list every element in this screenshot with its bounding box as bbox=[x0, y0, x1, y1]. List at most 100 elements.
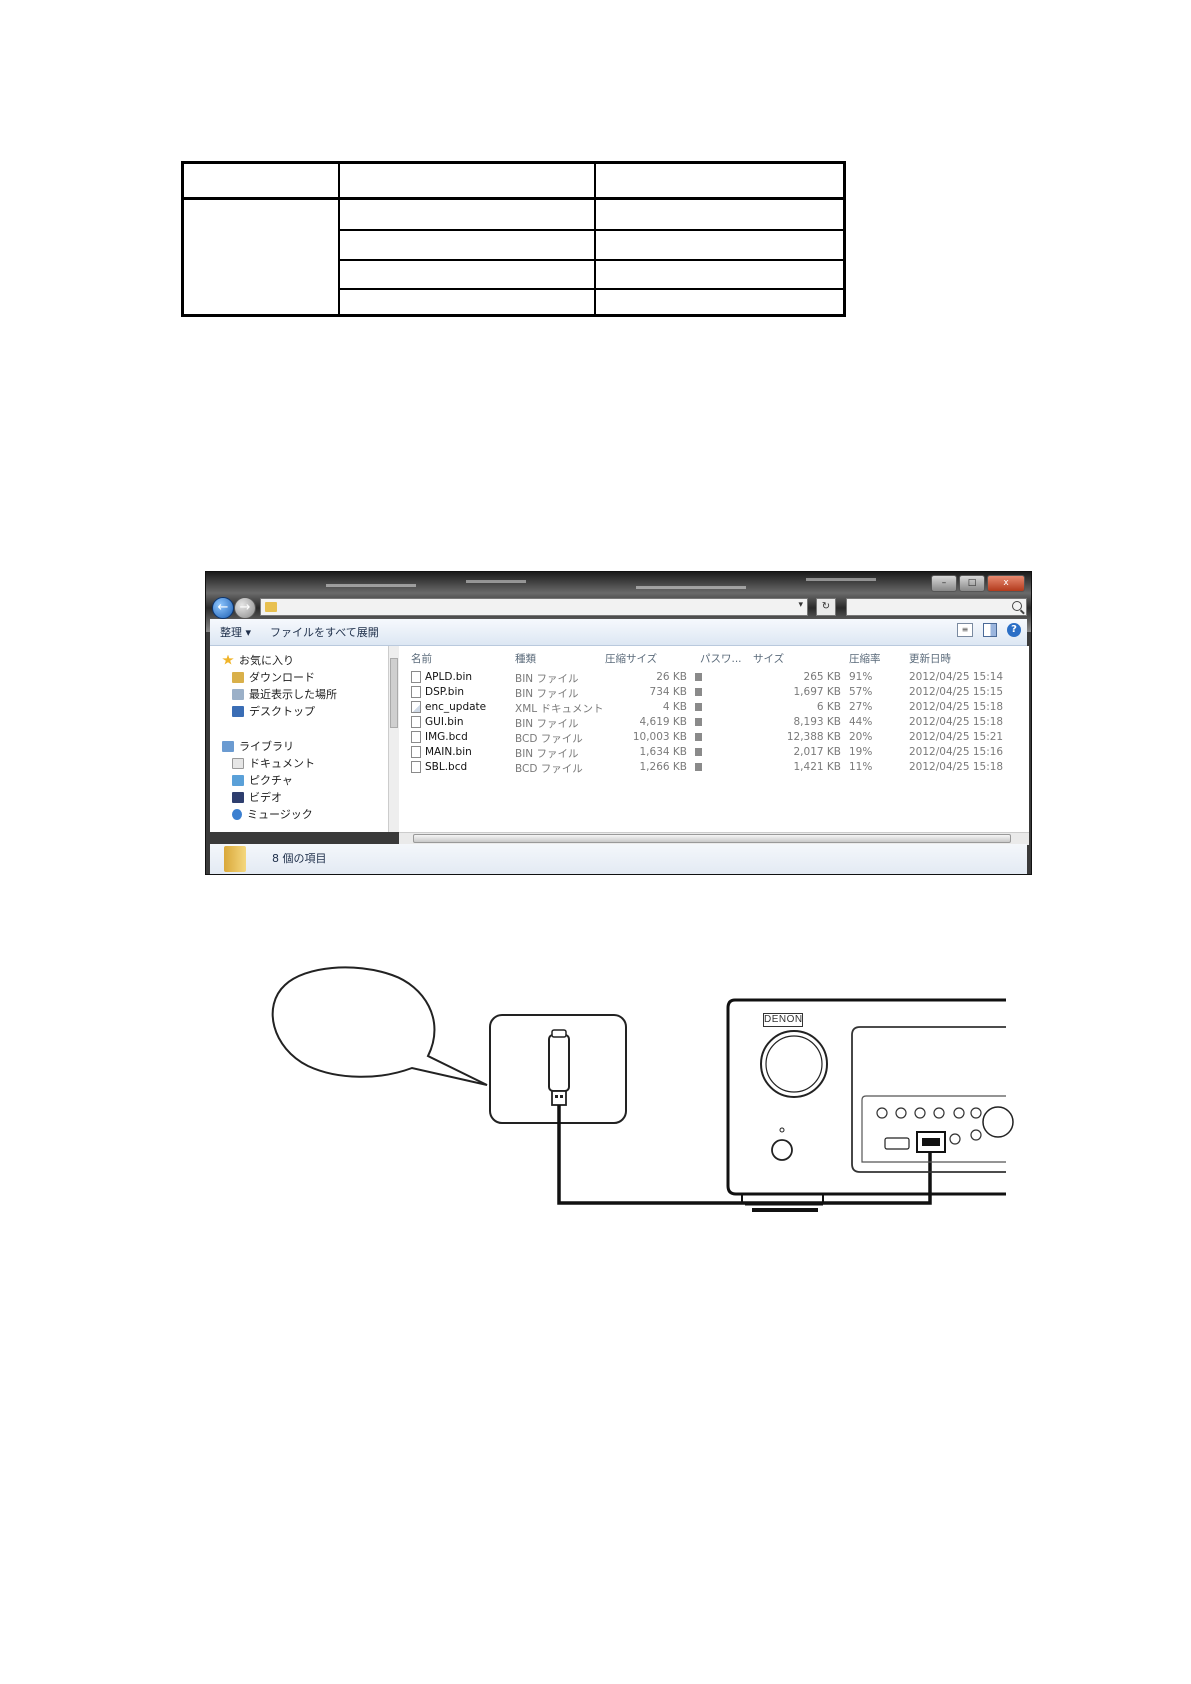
file-icon bbox=[411, 716, 421, 728]
file-size: 265 KB bbox=[803, 671, 841, 683]
status-bar: 8 個の項目 bbox=[210, 844, 1027, 874]
file-name: DSP.bin bbox=[425, 686, 465, 698]
minimize-button[interactable]: – bbox=[931, 575, 957, 592]
table-row-divider bbox=[338, 229, 843, 231]
videos-icon bbox=[232, 791, 244, 803]
nav-downloads[interactable]: ダウンロード bbox=[232, 669, 315, 685]
explorer-window: – □ x ← → ▾ ↻ 整理 ▾ ファイルをすべて展開 ≡ ? お気に入り … bbox=[205, 571, 1032, 875]
file-name: APLD.bin bbox=[425, 671, 473, 683]
documents-icon bbox=[232, 757, 244, 769]
command-bar: 整理 ▾ ファイルをすべて展開 ≡ ? bbox=[210, 619, 1027, 646]
file-compressed-size: 10,003 KB bbox=[632, 731, 687, 743]
nav-music[interactable]: ミュージック bbox=[232, 806, 313, 822]
extract-all-button[interactable]: ファイルをすべて展開 bbox=[270, 626, 379, 639]
password-indicator-icon bbox=[695, 763, 702, 771]
file-list: 名前 種類 圧縮サイズ パスワ... サイズ 圧縮率 更新日時 APLD.bin… bbox=[399, 646, 1029, 832]
nav-favorites-label: お気に入り bbox=[239, 654, 294, 667]
column-header-compressed-size[interactable]: 圧縮サイズ bbox=[605, 653, 658, 665]
forward-arrow-icon[interactable]: → bbox=[234, 597, 256, 619]
nav-item-label: ピクチャ bbox=[249, 774, 293, 787]
column-header-type[interactable]: 種類 bbox=[515, 653, 536, 665]
brand-logo: DENON bbox=[763, 1013, 803, 1027]
horizontal-scrollbar[interactable] bbox=[399, 832, 1029, 845]
nav-item-label: ダウンロード bbox=[249, 671, 315, 684]
file-ratio: 27% bbox=[849, 701, 873, 713]
column-header-password[interactable]: パスワ... bbox=[700, 653, 742, 665]
file-name: MAIN.bin bbox=[425, 746, 472, 758]
item-count: 8 個の項目 bbox=[272, 852, 327, 865]
search-input[interactable] bbox=[846, 598, 1027, 616]
preview-pane-icon[interactable] bbox=[983, 623, 997, 637]
nav-libraries[interactable]: ライブラリ bbox=[222, 738, 294, 754]
column-header-date[interactable]: 更新日時 bbox=[909, 653, 951, 665]
file-ratio: 57% bbox=[849, 686, 873, 698]
nav-videos[interactable]: ビデオ bbox=[232, 789, 282, 805]
folder-icon bbox=[265, 602, 277, 612]
file-name: SBL.bcd bbox=[425, 761, 468, 773]
pictures-icon bbox=[232, 774, 244, 786]
password-indicator-icon bbox=[695, 718, 702, 726]
file-row[interactable]: enc_update XML ドキュメント 4 KB 6 KB 27% 2012… bbox=[399, 700, 1029, 716]
file-date: 2012/04/25 15:16 bbox=[909, 746, 1004, 758]
close-button[interactable]: x bbox=[987, 575, 1025, 592]
file-date: 2012/04/25 15:15 bbox=[909, 686, 1004, 698]
file-type: BIN ファイル bbox=[515, 673, 579, 685]
column-header-size[interactable]: サイズ bbox=[753, 653, 785, 665]
maximize-button[interactable]: □ bbox=[959, 575, 985, 592]
file-type: BCD ファイル bbox=[515, 763, 583, 775]
speech-bubble bbox=[271, 966, 488, 1086]
zip-folder-icon bbox=[224, 846, 246, 872]
nav-documents[interactable]: ドキュメント bbox=[232, 755, 315, 771]
file-compressed-size: 1,266 KB bbox=[639, 761, 688, 773]
password-indicator-icon bbox=[695, 673, 702, 681]
nav-item-label: デスクトップ bbox=[249, 705, 315, 718]
organize-button[interactable]: 整理 ▾ bbox=[220, 626, 252, 639]
file-icon bbox=[411, 671, 421, 683]
file-ratio: 91% bbox=[849, 671, 873, 683]
file-ratio: 20% bbox=[849, 731, 873, 743]
nav-item-label: ドキュメント bbox=[249, 757, 315, 770]
file-row[interactable]: MAIN.bin BIN ファイル 1,634 KB 2,017 KB 19% … bbox=[399, 745, 1029, 761]
navigation-pane: お気に入り ダウンロード 最近表示した場所 デスクトップ ライブラリ ドキュメン… bbox=[210, 646, 388, 832]
file-row[interactable]: GUI.bin BIN ファイル 4,619 KB 8,193 KB 44% 2… bbox=[399, 715, 1029, 731]
table-row-divider bbox=[338, 259, 843, 261]
file-size: 8,193 KB bbox=[793, 716, 842, 728]
file-icon bbox=[411, 686, 421, 698]
nav-recent-places[interactable]: 最近表示した場所 bbox=[232, 686, 337, 702]
help-icon[interactable]: ? bbox=[1007, 623, 1021, 637]
view-options-icon[interactable]: ≡ bbox=[957, 623, 973, 637]
recent-places-icon bbox=[232, 688, 244, 700]
nav-favorites[interactable]: お気に入り bbox=[222, 652, 294, 668]
file-row[interactable]: APLD.bin BIN ファイル 26 KB 265 KB 91% 2012/… bbox=[399, 670, 1029, 686]
desktop-icon bbox=[232, 705, 244, 717]
file-row[interactable]: IMG.bcd BCD ファイル 10,003 KB 12,388 KB 20%… bbox=[399, 730, 1029, 746]
file-size: 6 KB bbox=[816, 701, 841, 713]
column-header-ratio[interactable]: 圧縮率 bbox=[849, 653, 881, 665]
file-date: 2012/04/25 15:18 bbox=[909, 761, 1004, 773]
file-ratio: 19% bbox=[849, 746, 873, 758]
refresh-button[interactable]: ↻ bbox=[816, 598, 836, 616]
column-header-name[interactable]: 名前 bbox=[411, 653, 432, 665]
nav-desktop[interactable]: デスクトップ bbox=[232, 703, 315, 719]
password-indicator-icon bbox=[695, 748, 702, 756]
nav-item-label: 最近表示した場所 bbox=[249, 688, 337, 701]
file-date: 2012/04/25 15:21 bbox=[909, 731, 1004, 743]
file-type: BIN ファイル bbox=[515, 718, 579, 730]
password-indicator-icon bbox=[695, 733, 702, 741]
file-type: BIN ファイル bbox=[515, 688, 579, 700]
nav-item-label: ビデオ bbox=[249, 791, 282, 804]
file-row[interactable]: DSP.bin BIN ファイル 734 KB 1,697 KB 57% 201… bbox=[399, 685, 1029, 701]
file-icon bbox=[411, 761, 421, 773]
star-icon bbox=[222, 654, 234, 665]
file-name: GUI.bin bbox=[425, 716, 464, 728]
usb-cable bbox=[557, 1105, 932, 1205]
search-icon[interactable] bbox=[1012, 601, 1022, 611]
nav-pictures[interactable]: ピクチャ bbox=[232, 772, 293, 788]
chevron-down-icon[interactable]: ▾ bbox=[798, 600, 803, 610]
file-row[interactable]: SBL.bcd BCD ファイル 1,266 KB 1,421 KB 11% 2… bbox=[399, 760, 1029, 776]
back-arrow-icon[interactable]: ← bbox=[212, 597, 234, 619]
window-controls: – □ x bbox=[931, 575, 1025, 592]
address-bar[interactable]: ▾ bbox=[260, 598, 808, 616]
nav-scrollbar[interactable] bbox=[388, 646, 400, 832]
file-compressed-size: 4,619 KB bbox=[639, 716, 688, 728]
